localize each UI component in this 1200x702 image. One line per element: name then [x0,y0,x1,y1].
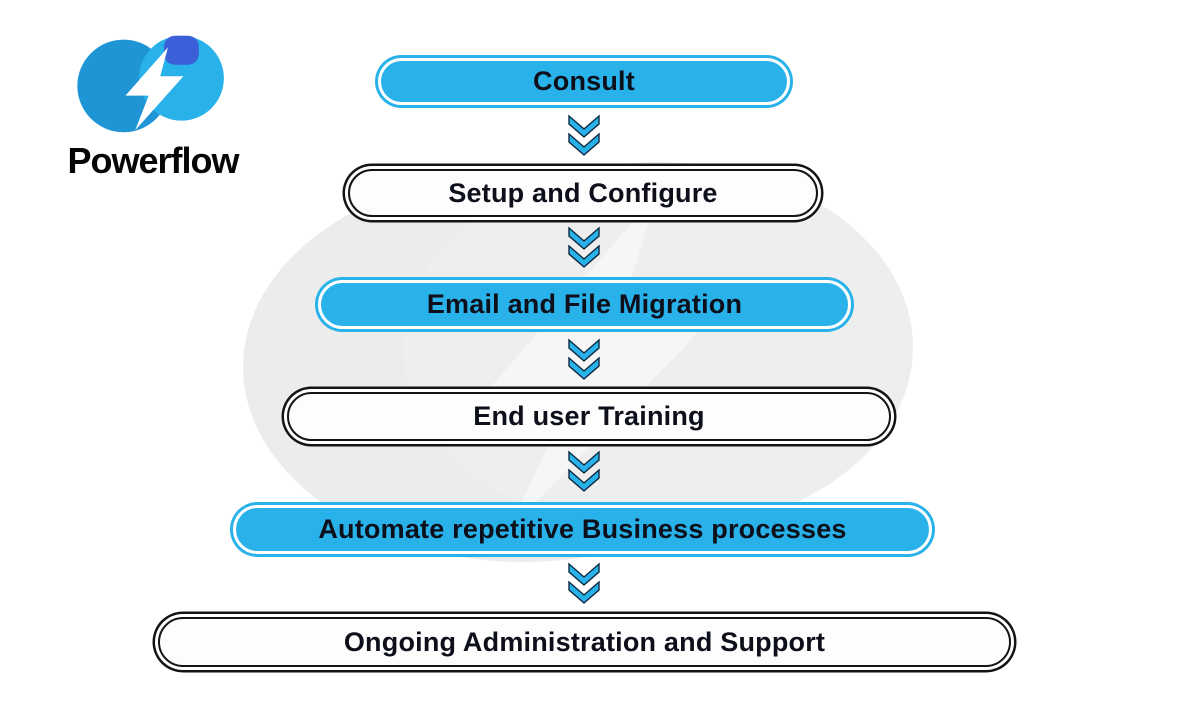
powerflow-logo-icon [76,35,224,133]
flow-step-ongoing-admin-support: Ongoing Administration and Support [158,617,1011,667]
brand-name: Powerflow [67,140,239,181]
down-arrow-icon [568,450,600,492]
flow-step-label: Setup and Configure [448,177,718,208]
flow-step-label: Email and File Migration [426,289,743,319]
flow-step-label: Automate repetitive Business processes [318,514,847,544]
down-arrow-icon [568,226,600,268]
down-arrow-icon [568,562,600,604]
down-arrow-icon [568,338,600,380]
flow-step-email-file-migration: Email and File Migration [318,280,851,329]
flow-step-label: End user Training [473,401,705,431]
flow-step-consult: Consult [378,58,790,105]
flow-step-setup-configure: Setup and Configure [348,169,818,217]
down-arrow-icon [568,114,600,156]
flow-step-automate-processes: Automate repetitive Business processes [233,505,932,554]
flow-step-end-user-training: End user Training [287,392,891,441]
flow-step-label: Consult [533,66,635,96]
flow-step-label: Ongoing Administration and Support [343,626,826,657]
logo: Powerflow [38,30,268,182]
